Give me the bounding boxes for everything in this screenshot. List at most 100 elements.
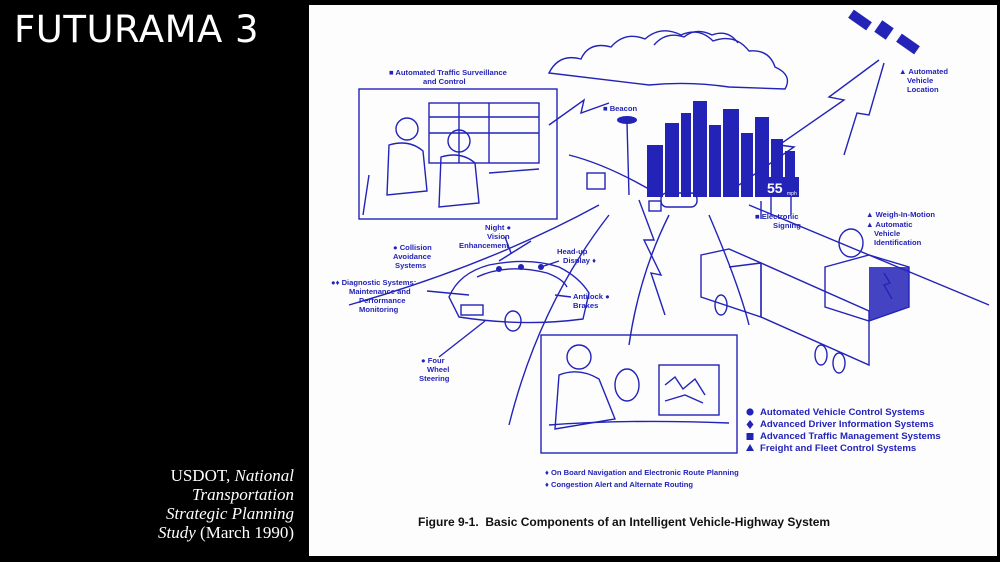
- navigation-marker: ♦: [545, 468, 551, 477]
- control-signal-bolt: [548, 98, 610, 126]
- car: [448, 260, 590, 332]
- label-four-wheel-3: Steering: [419, 374, 450, 383]
- svg-text:▲ Weigh-In-Motion: ▲ Weigh-In-Motion: [866, 210, 935, 219]
- driver-inset: [540, 334, 738, 454]
- legend-item-2: Advanced Traffic Management Systems: [760, 431, 941, 442]
- svg-text:Night ●: Night ●: [485, 223, 511, 232]
- label-antilock-2: Brakes: [573, 301, 598, 310]
- four-wheel-marker: ●: [421, 356, 428, 365]
- label-vehicle-location-1: Automated: [908, 67, 948, 76]
- legend-item-0: Automated Vehicle Control Systems: [760, 407, 925, 418]
- ivhs-diagram: 55 mph: [331, 9, 990, 529]
- road-left-edge-2: [508, 214, 610, 426]
- label-vehicle-id-1: Automatic: [875, 220, 912, 229]
- antilock-marker: ●: [603, 292, 610, 301]
- citation-title-4: Study: [158, 523, 196, 542]
- label-congestion: Congestion Alert and Alternate Routing: [551, 480, 693, 489]
- svg-text:● Collision: ● Collision: [393, 243, 432, 252]
- slide-title: FUTURAMA 3: [14, 8, 260, 51]
- weigh-station: [824, 228, 910, 322]
- diagnostic-marker: ●♦: [331, 278, 342, 287]
- cloud-outline: [547, 30, 789, 90]
- svg-text:● Four: ● Four: [421, 356, 445, 365]
- electronic-signing-marker: ■: [755, 212, 762, 221]
- svg-text:Antilock ●: Antilock ●: [573, 292, 610, 301]
- legend-square-icon: [746, 433, 754, 440]
- beacon-pole: [586, 116, 637, 196]
- speed-sign: 55 mph: [761, 177, 799, 215]
- svg-text:■ Electronic: ■ Electronic: [755, 212, 798, 221]
- svg-text:♦ On Board Navigation and Elec: ♦ On Board Navigation and Electronic Rou…: [545, 468, 739, 477]
- legend: Automated Vehicle Control Systems Advanc…: [746, 407, 941, 454]
- label-traffic-surveillance: Automated Traffic Surveillance: [395, 68, 506, 77]
- congestion-marker: ♦: [545, 480, 551, 489]
- label-navigation: On Board Navigation and Electronic Route…: [551, 468, 739, 477]
- legend-diamond-icon: [746, 420, 754, 429]
- label-vehicle-id-2: Vehicle: [874, 229, 900, 238]
- traffic-surveillance-marker: ■: [389, 68, 395, 77]
- legend-triangle-icon: [746, 444, 754, 451]
- cloud-left: [653, 30, 739, 46]
- semi-truck: [700, 248, 870, 374]
- label-collision-3: Systems: [395, 261, 426, 270]
- label-collision-2: Avoidance: [393, 252, 431, 261]
- control-room-inset: [358, 88, 558, 220]
- citation-author: USDOT,: [170, 466, 235, 485]
- legend-item-1: Advanced Driver Information Systems: [760, 419, 934, 430]
- label-beacon: Beacon: [610, 104, 638, 113]
- citation-title-2: Transportation: [191, 485, 294, 504]
- night-vision-marker: ●: [504, 223, 511, 232]
- label-night-vision-1: Night: [485, 223, 505, 232]
- legend-circle-icon: [746, 408, 754, 416]
- label-diagnostic-2: Maintenance and: [349, 287, 411, 296]
- svg-text:Display ♦: Display ♦: [563, 256, 596, 265]
- road-left-edge: [348, 204, 600, 306]
- road-right-edge-2: [568, 154, 660, 196]
- label-night-vision-3: Enhancement: [459, 241, 509, 250]
- svg-text:▲ Automatic: ▲ Automatic: [866, 220, 912, 229]
- svg-text:■ Automated Traffic Surveillan: ■ Automated Traffic Surveillance: [389, 68, 507, 77]
- label-electronic-signing-2: Signing: [773, 221, 801, 230]
- label-vehicle-id-3: Identification: [874, 238, 922, 247]
- road-center-right: [708, 214, 750, 326]
- satellite: [848, 9, 920, 55]
- roadside-signal-bolt: [638, 199, 666, 316]
- weigh-in-motion-marker: ▲: [866, 210, 876, 219]
- citation-title-1: National: [234, 466, 294, 485]
- label-night-vision-2: Vision: [487, 232, 510, 241]
- head-up-marker: ♦: [590, 256, 596, 265]
- label-diagnostic-3: Performance: [359, 296, 405, 305]
- label-diagnostic-4: Monitoring: [359, 305, 399, 314]
- ivhs-figure: 55 mph: [309, 5, 997, 556]
- road-center-left: [628, 214, 670, 346]
- figure-caption: Figure 9-1. Basic Components of an Intel…: [418, 515, 830, 529]
- vehicle-id-marker: ▲: [866, 220, 875, 229]
- label-electronic-signing-1: Electronic: [762, 212, 799, 221]
- tanker-truck: [648, 192, 698, 212]
- label-four-wheel-2: Wheel: [427, 365, 449, 374]
- vehicle-location-marker: ▲: [899, 67, 908, 76]
- citation: USDOT, National Transportation Strategic…: [94, 466, 294, 542]
- svg-text:●♦ Diagnostic Systems:: ●♦ Diagnostic Systems:: [331, 278, 416, 287]
- label-head-up-1: Head-up: [557, 247, 588, 256]
- label-antilock-1: Antilock: [573, 292, 604, 301]
- svg-text:▲ Automated: ▲ Automated: [899, 67, 948, 76]
- label-four-wheel-1: Four: [428, 356, 445, 365]
- label-vehicle-location-3: Location: [907, 85, 939, 94]
- satellite-signal-bolt-2: [843, 62, 885, 156]
- collision-marker: ●: [393, 243, 400, 252]
- beacon-marker: ■: [603, 104, 610, 113]
- svg-text:♦ Congestion Alert and Alterna: ♦ Congestion Alert and Alternate Routing: [545, 480, 693, 489]
- label-traffic-surveillance-2: and Control: [423, 77, 466, 86]
- label-vehicle-location-2: Vehicle: [907, 76, 933, 85]
- speed-sign-unit: mph: [787, 191, 797, 197]
- citation-date: (March 1990): [195, 523, 294, 542]
- label-weigh-in-motion: Weigh-In-Motion: [876, 210, 936, 219]
- svg-text:■ Beacon: ■ Beacon: [603, 104, 637, 113]
- citation-title-3: Strategic Planning: [166, 504, 294, 523]
- label-collision-1: Collision: [400, 243, 432, 252]
- label-head-up-2: Display: [563, 256, 591, 265]
- speed-sign-value: 55: [767, 180, 783, 196]
- label-diagnostic-1: Diagnostic Systems:: [342, 278, 417, 287]
- satellite-signal-bolt: [738, 59, 880, 186]
